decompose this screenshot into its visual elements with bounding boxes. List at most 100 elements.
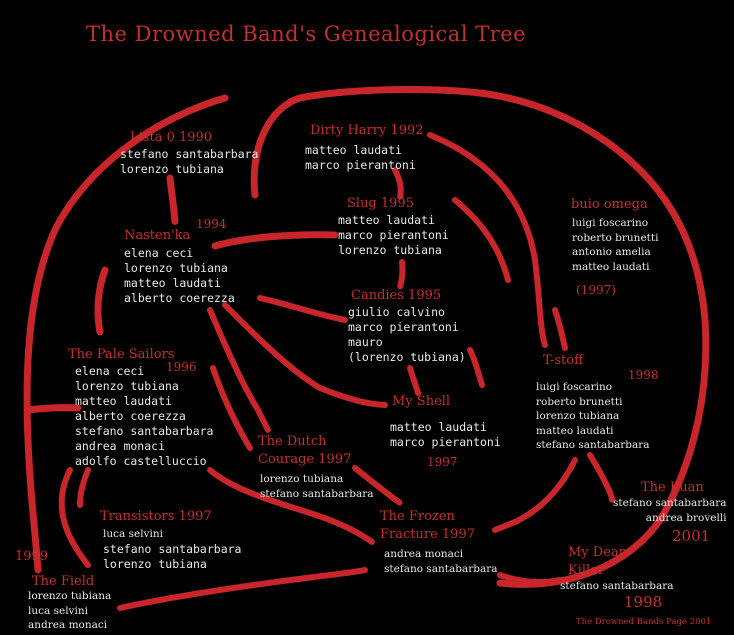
- band-kuan-name: The Kuan: [641, 480, 704, 495]
- band-frozenfracture-members: andrea monaci stefano santabarbara: [384, 547, 498, 576]
- member: stefano santabarbara: [120, 147, 259, 161]
- member: lorenzo tubiana: [28, 590, 112, 602]
- member: lorenzo tubiana: [75, 379, 179, 393]
- nastenka-to-palesailors-line: [94, 266, 109, 336]
- member: stefano santabarbara: [613, 497, 727, 509]
- band-dutchcourage-members: lorenzo tubiana stefano santabarbara: [260, 472, 374, 501]
- band-mydearkiller-name: My Dear Killer: [568, 544, 625, 580]
- member: andrea monaci: [28, 619, 108, 631]
- band-frozenfracture-name: The Frozen Fracture 1997: [380, 508, 475, 544]
- member: andrea brovelli: [645, 511, 727, 524]
- member: lorenzo tubiana: [124, 261, 228, 275]
- member: marco pierantoni: [338, 228, 449, 242]
- member: roberto brunetti: [572, 231, 659, 244]
- candies-to-myshell-left-line: [407, 365, 421, 396]
- member: alberto coerezza: [124, 291, 235, 305]
- band-buioomega-year: (1997): [576, 283, 616, 297]
- member: stefano santabarbara: [560, 580, 674, 592]
- footer-credit: The Drowned Bands Page 2001: [576, 617, 712, 627]
- band-kuan-year: 2001: [672, 527, 711, 545]
- member: lorenzo tubiana: [536, 410, 620, 422]
- band-thefield-year: 1999: [15, 549, 49, 564]
- member: matteo laudati: [390, 420, 487, 434]
- band-kuan-members: stefano santabarbara andrea brovelli: [613, 496, 727, 525]
- left-branch-line: [24, 404, 82, 414]
- member: lorenzo tubiana: [338, 243, 442, 257]
- band-tstoff-year: 1998: [628, 368, 659, 382]
- band-palesailors-name: The Pale Sailors: [68, 347, 175, 362]
- band-dirtyharry-members: matteo laudati marco pierantoni: [305, 143, 416, 173]
- member: luigi foscarino: [536, 381, 613, 393]
- band-transistors-first-member: luca selvini: [103, 528, 163, 540]
- dutch-to-frozen-inner-line: [352, 465, 403, 506]
- band-nastenka-name: Nasten'ka: [124, 228, 191, 243]
- buio-to-tstoff-line: [552, 307, 568, 351]
- pale-to-field-line: [58, 467, 91, 568]
- band-mydearkiller-members: stefano santabarbara: [560, 579, 674, 594]
- band-lista0-name: Lista 0 1990: [130, 130, 213, 145]
- member: matteo laudati: [536, 424, 614, 437]
- member: stefano santabarbara: [75, 424, 214, 438]
- dirtyharry-to-slug-line: [392, 167, 404, 200]
- band-thefield-name: The Field: [32, 574, 95, 589]
- member: matteo laudati: [75, 394, 172, 408]
- member: luigi foscarino: [572, 217, 649, 229]
- band-lista0-members: stefano santabarbara lorenzo tubiana: [120, 147, 258, 177]
- member: elena ceci: [75, 364, 145, 378]
- member: giulio calvino: [348, 305, 445, 319]
- band-thefield-members: lorenzo tubiana luca selvini andrea mona…: [28, 589, 111, 633]
- nastenka-to-myshell-line: [222, 302, 388, 408]
- band-dirtyharry-name: Dirty Harry 1992: [310, 123, 424, 138]
- member: matteo laudati: [305, 143, 402, 157]
- member: andrea monaci: [384, 548, 464, 560]
- band-name-line: The Dutch: [258, 434, 327, 449]
- band-transistors-name: Transistors 1997: [100, 509, 212, 524]
- palesailors-to-dutch-line: [210, 365, 253, 451]
- member: stefano santabarbara: [260, 487, 374, 500]
- member: matteo laudati: [124, 276, 221, 290]
- band-name-line: My Dear: [568, 545, 625, 560]
- band-slug-name: Slug 1995: [347, 196, 414, 211]
- band-name-line: Courage 1997: [258, 452, 352, 467]
- transistors-to-field-line: [117, 567, 368, 611]
- band-myshell-year: 1997: [427, 455, 458, 469]
- slug-to-candies-line: [397, 259, 406, 290]
- band-name-line: Fracture 1997: [380, 527, 475, 542]
- member: roberto brunetti: [536, 395, 623, 408]
- member: marco pierantoni: [390, 435, 501, 449]
- band-myshell-members: matteo laudati marco pierantoni: [390, 420, 501, 450]
- dirtyharry-to-buio-line: [427, 132, 548, 348]
- band-palesailors-year: 1996: [166, 360, 197, 374]
- band-nastenka-year: 1994: [196, 217, 227, 231]
- member: alberto coerezza: [75, 409, 186, 423]
- band-slug-members: matteo laudati marco pierantoni lorenzo …: [338, 213, 449, 258]
- member: stefano santabarbara: [103, 542, 242, 556]
- page-title: The Drowned Band's Genealogical Tree: [86, 22, 527, 46]
- band-myshell-name: My Shell: [392, 394, 451, 409]
- band-mydearkiller-year: 1998: [624, 593, 663, 611]
- band-tstoff-name: T-stoff: [543, 353, 584, 368]
- member: luca selvini: [28, 604, 88, 617]
- member: lorenzo tubiana: [260, 473, 344, 485]
- band-tstoff-members: luigi foscarino roberto brunetti lorenzo…: [536, 380, 650, 453]
- member: elena ceci: [124, 246, 194, 260]
- band-name-line: The Frozen: [380, 509, 455, 524]
- member: adolfo castelluccio: [75, 454, 207, 468]
- member: stefano santabarbara: [536, 439, 650, 451]
- band-dutchcourage-name: The Dutch Courage 1997: [258, 433, 351, 469]
- tstoff-to-frozen-line: [492, 457, 578, 533]
- nastenka-to-slug-line: [211, 231, 339, 250]
- member: marco pierantoni: [348, 320, 459, 334]
- member: antonio amelia: [572, 246, 651, 258]
- band-palesailors-members: elena ceci lorenzo tubiana matteo laudat…: [75, 364, 213, 469]
- left-outer-line: [23, 94, 229, 574]
- band-name-line: Killer: [568, 563, 605, 578]
- member: lorenzo tubiana: [120, 162, 224, 176]
- nastenka-to-dutch-line: [207, 307, 271, 433]
- band-transistors-members: stefano santabarbara lorenzo tubiana: [103, 542, 241, 572]
- member: matteo laudati: [572, 260, 650, 273]
- member: stefano santabarbara: [384, 562, 498, 575]
- nastenka-to-candies-line: [257, 295, 348, 323]
